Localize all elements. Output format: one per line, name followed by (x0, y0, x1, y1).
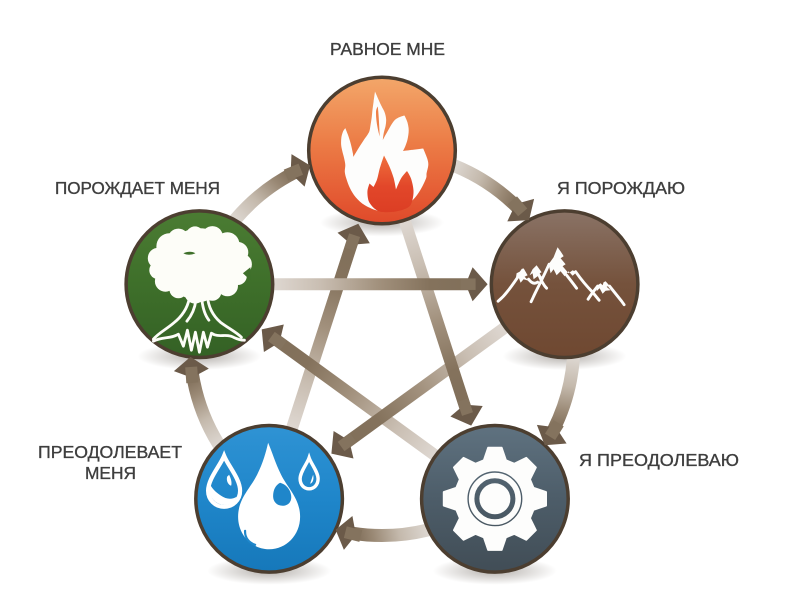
svg-text:ПРЕОДОЛЕВАЕТ: ПРЕОДОЛЕВАЕТ (38, 442, 182, 462)
svg-text:Я ПОРОЖДАЮ: Я ПОРОЖДАЮ (557, 178, 685, 198)
svg-text:Я ПРЕОДОЛЕВАЮ: Я ПРЕОДОЛЕВАЮ (579, 450, 739, 470)
svg-text:МЕНЯ: МЕНЯ (85, 463, 136, 483)
svg-text:РАВНОЕ МНЕ: РАВНОЕ МНЕ (330, 39, 445, 59)
svg-text:ПОРОЖДАЕТ МЕНЯ: ПОРОЖДАЕТ МЕНЯ (55, 178, 220, 198)
